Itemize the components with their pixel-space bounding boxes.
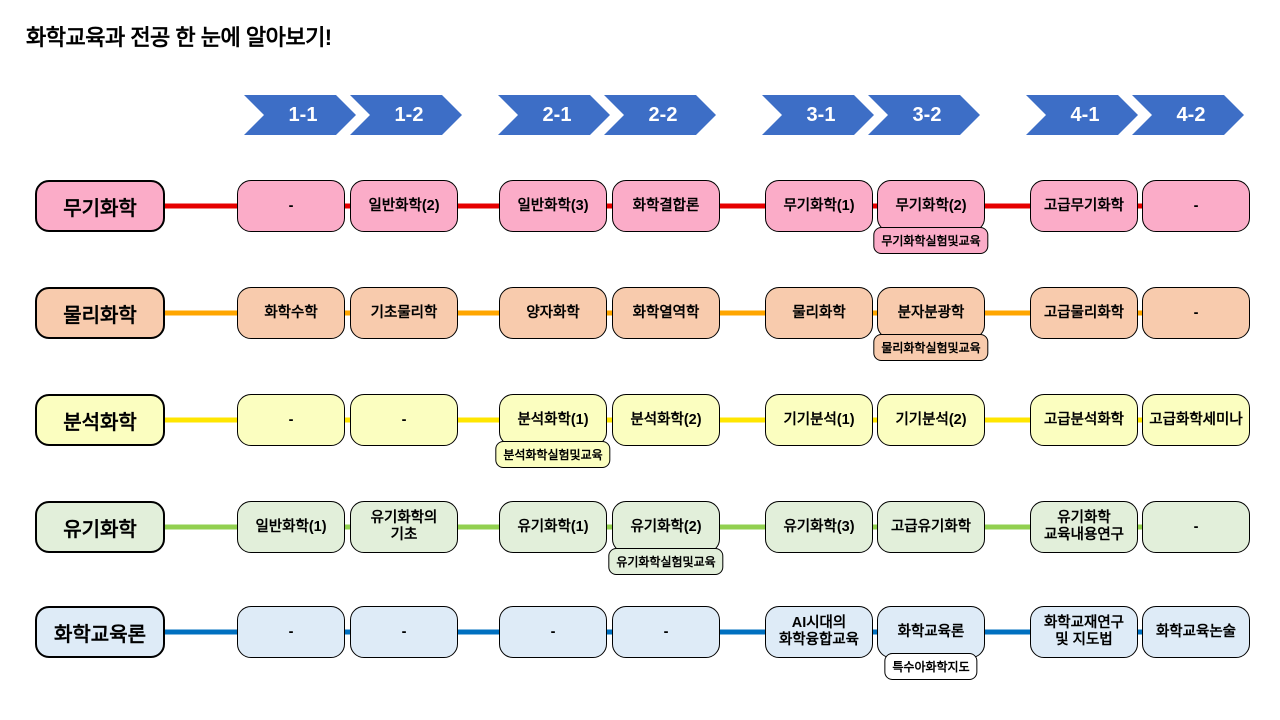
course-box: 분석화학(2) [612, 394, 720, 446]
course-box: 유기화학의 기초 [350, 501, 458, 553]
course-box: 유기화학(3) [765, 501, 873, 553]
course-box: - [237, 394, 345, 446]
course-box: 양자화학 [499, 287, 607, 339]
course-box: - [237, 606, 345, 658]
course-box: - [350, 606, 458, 658]
course-box: 일반화학(2) [350, 180, 458, 232]
course-box: 화학교재연구 및 지도법 [1030, 606, 1138, 658]
course-sub-box: 무기화학실험및교육 [873, 227, 989, 254]
course-box: 유기화학(1) [499, 501, 607, 553]
course-box: 화학교육론 [877, 606, 985, 658]
course-sub-box: 유기화학실험및교육 [608, 548, 724, 575]
semester-chevron-1-1: 1-1 [244, 95, 356, 135]
course-box: 고급화학세미나 [1142, 394, 1250, 446]
semester-chevron-4-2: 4-2 [1132, 95, 1244, 135]
semester-chevron-3-2: 3-2 [868, 95, 980, 135]
course-box: 기기분석(2) [877, 394, 985, 446]
course-box: - [1142, 180, 1250, 232]
course-box: - [1142, 287, 1250, 339]
course-box: 고급무기화학 [1030, 180, 1138, 232]
page-title: 화학교육과 전공 한 눈에 알아보기! [26, 25, 332, 50]
semester-chevron-1-2: 1-2 [350, 95, 462, 135]
course-box: 물리화학 [765, 287, 873, 339]
course-box: - [612, 606, 720, 658]
row-analytical-chemistry: 분석화학 - - 분석화학(1) 분석화학(2) 기기분석(1) 기기분석(2)… [0, 394, 1280, 468]
row-label: 유기화학 [35, 501, 165, 553]
course-box: AI시대의 화학융합교육 [765, 606, 873, 658]
course-box: 고급물리화학 [1030, 287, 1138, 339]
course-box: - [499, 606, 607, 658]
row-organic-chemistry: 유기화학 일반화학(1) 유기화학의 기초 유기화학(1) 유기화학(2) 유기… [0, 501, 1280, 575]
row-physical-chemistry: 물리화학 화학수학 기초물리학 양자화학 화학열역학 물리화학 분자분광학 고급… [0, 287, 1280, 361]
semester-chevron-2-1: 2-1 [498, 95, 610, 135]
row-label: 화학교육론 [35, 606, 165, 658]
semester-chevron-2-2: 2-2 [604, 95, 716, 135]
course-box: 일반화학(1) [237, 501, 345, 553]
course-box: 유기화학(2) [612, 501, 720, 553]
semester-chevron-4-1: 4-1 [1026, 95, 1138, 135]
course-box: - [350, 394, 458, 446]
course-box: 일반화학(3) [499, 180, 607, 232]
course-box: - [237, 180, 345, 232]
row-chemistry-education: 화학교육론 - - - - AI시대의 화학융합교육 화학교육론 화학교재연구 … [0, 606, 1280, 680]
course-box: 고급유기화학 [877, 501, 985, 553]
course-box: - [1142, 501, 1250, 553]
course-box: 무기화학(2) [877, 180, 985, 232]
course-box: 기기분석(1) [765, 394, 873, 446]
row-label: 무기화학 [35, 180, 165, 232]
course-sub-box: 특수아화학지도 [884, 653, 978, 680]
course-box: 고급분석화학 [1030, 394, 1138, 446]
row-label: 물리화학 [35, 287, 165, 339]
row-label: 분석화학 [35, 394, 165, 446]
row-inorganic-chemistry: 무기화학 - 일반화학(2) 일반화학(3) 화학결합론 무기화학(1) 무기화… [0, 180, 1280, 254]
course-sub-box: 분석화학실험및교육 [495, 441, 611, 468]
semester-chevron-3-1: 3-1 [762, 95, 874, 135]
course-box: 분석화학(1) [499, 394, 607, 446]
course-box: 유기화학 교육내용연구 [1030, 501, 1138, 553]
course-box: 화학열역학 [612, 287, 720, 339]
semester-header: 1-1 1-2 2-1 2-2 3-1 3-2 4-1 4-2 [0, 95, 1280, 135]
course-box: 화학수학 [237, 287, 345, 339]
course-box: 화학교육논술 [1142, 606, 1250, 658]
course-sub-box: 물리화학실험및교육 [873, 334, 989, 361]
course-box: 화학결합론 [612, 180, 720, 232]
course-box: 분자분광학 [877, 287, 985, 339]
course-box: 무기화학(1) [765, 180, 873, 232]
course-box: 기초물리학 [350, 287, 458, 339]
